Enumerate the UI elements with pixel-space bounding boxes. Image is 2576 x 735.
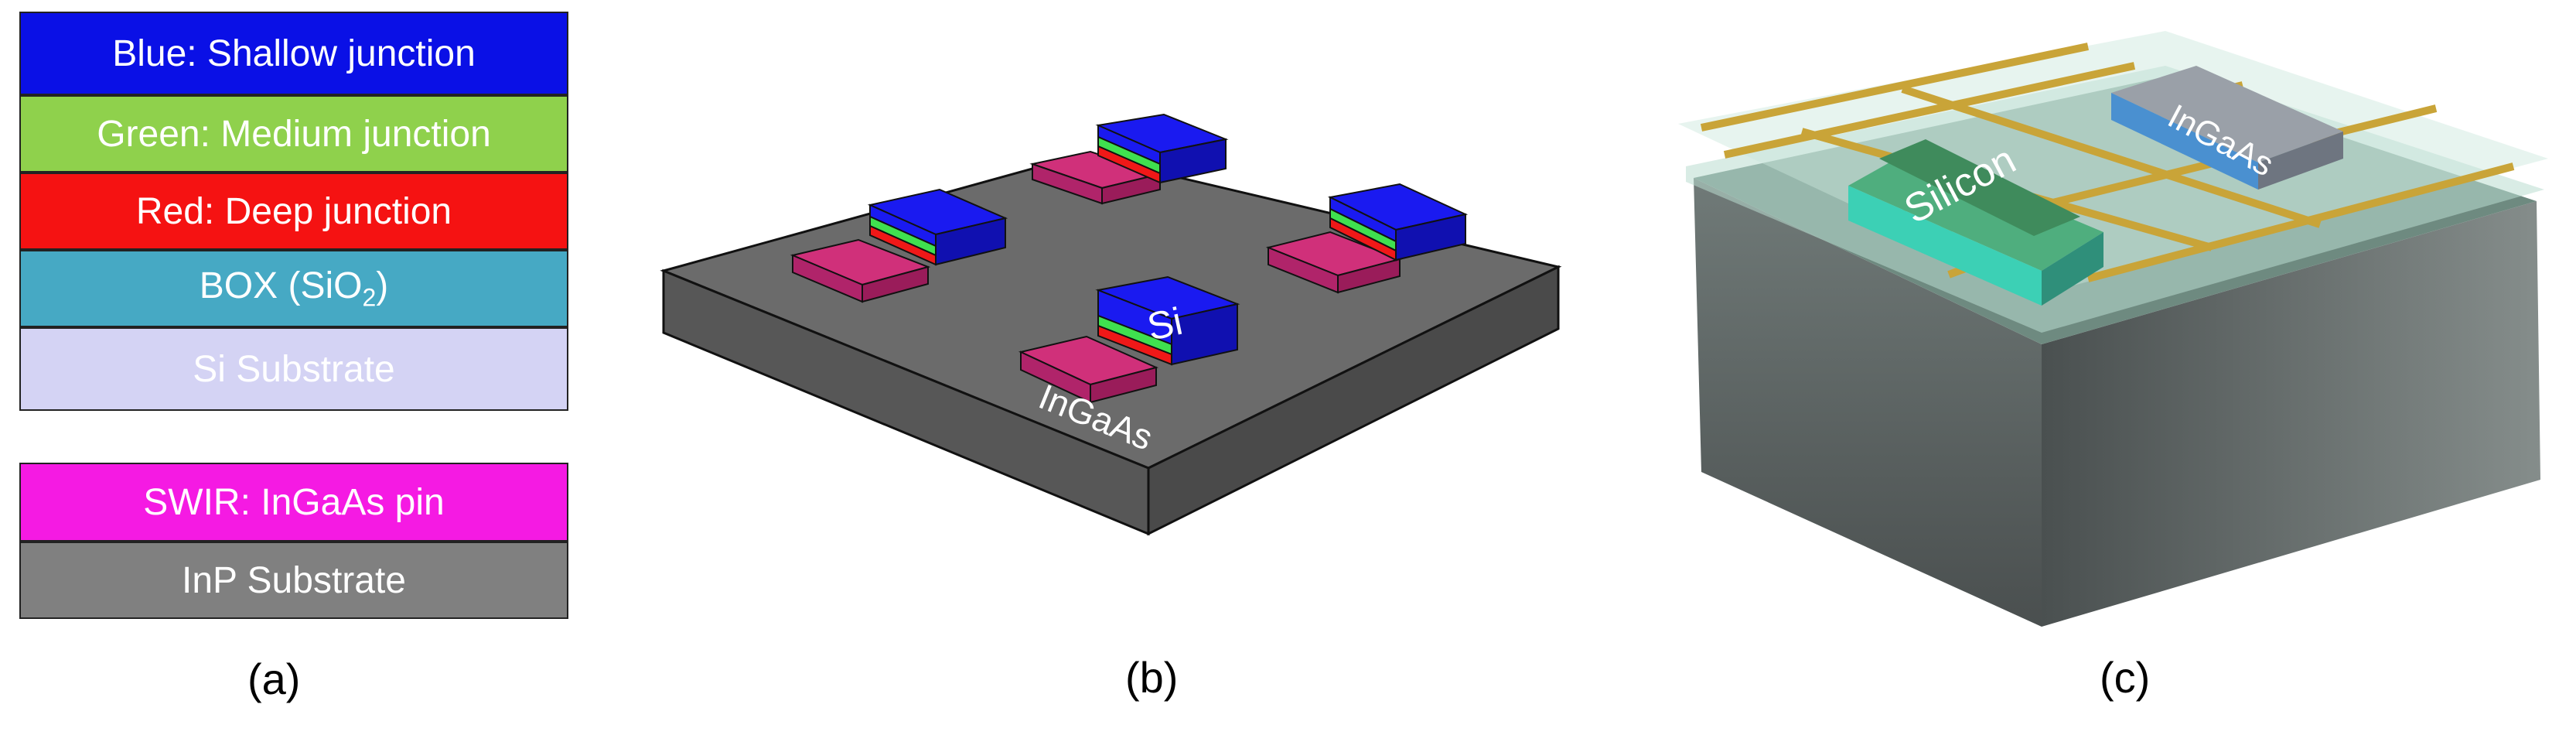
- layer-green-medium: Green: Medium junction: [19, 95, 568, 173]
- layer-blue-label: Blue: Shallow junction: [112, 32, 476, 74]
- layer-box-label: BOX (SiO2): [200, 265, 388, 313]
- ingaas-pad-1: [790, 238, 931, 303]
- si-pixel-4: [1095, 275, 1240, 366]
- silicon-block: [1848, 139, 2103, 306]
- box-close-text: ): [376, 265, 389, 307]
- si-pixel-3: [1327, 183, 1469, 262]
- layer-red-label: Red: Deep junction: [135, 190, 452, 232]
- substrate-right-face: [1147, 265, 1560, 536]
- ingaas-block: [2111, 66, 2343, 190]
- caption-c: (c): [2100, 653, 2150, 702]
- layer-inp-substrate: InP Substrate: [19, 542, 568, 619]
- layer-swir-label: SWIR: InGaAs pin: [143, 481, 445, 523]
- box-subscript: 2: [362, 283, 377, 312]
- chip-right-face: [2042, 201, 2540, 627]
- ingaas-pad-4: [1018, 335, 1159, 404]
- layer-si-label: Si Substrate: [193, 348, 395, 390]
- caption-b: (b): [1125, 653, 1178, 702]
- layer-inp-label: InP Substrate: [182, 559, 406, 601]
- layer-si-substrate: Si Substrate: [19, 327, 568, 411]
- panel-c-diagram: Silicon InGaAs: [1678, 31, 2548, 627]
- layer-box-sio2: BOX (SiO2): [19, 250, 568, 327]
- box-main-text: BOX (SiO: [199, 265, 363, 307]
- glass-layer-upper: [1678, 31, 2548, 294]
- chip-left-face: [1694, 178, 2042, 627]
- layer-swir-ingaas: SWIR: InGaAs pin: [19, 463, 568, 542]
- caption-a: (a): [247, 655, 301, 703]
- layer-green-label: Green: Medium junction: [97, 113, 491, 155]
- si-pixel-2: [1095, 113, 1229, 184]
- si-pixel-1: [867, 188, 1008, 266]
- ingaas-pad-3: [1265, 231, 1403, 294]
- layer-red-deep: Red: Deep junction: [19, 173, 568, 250]
- layer-blue-shallow: Blue: Shallow junction: [19, 12, 568, 95]
